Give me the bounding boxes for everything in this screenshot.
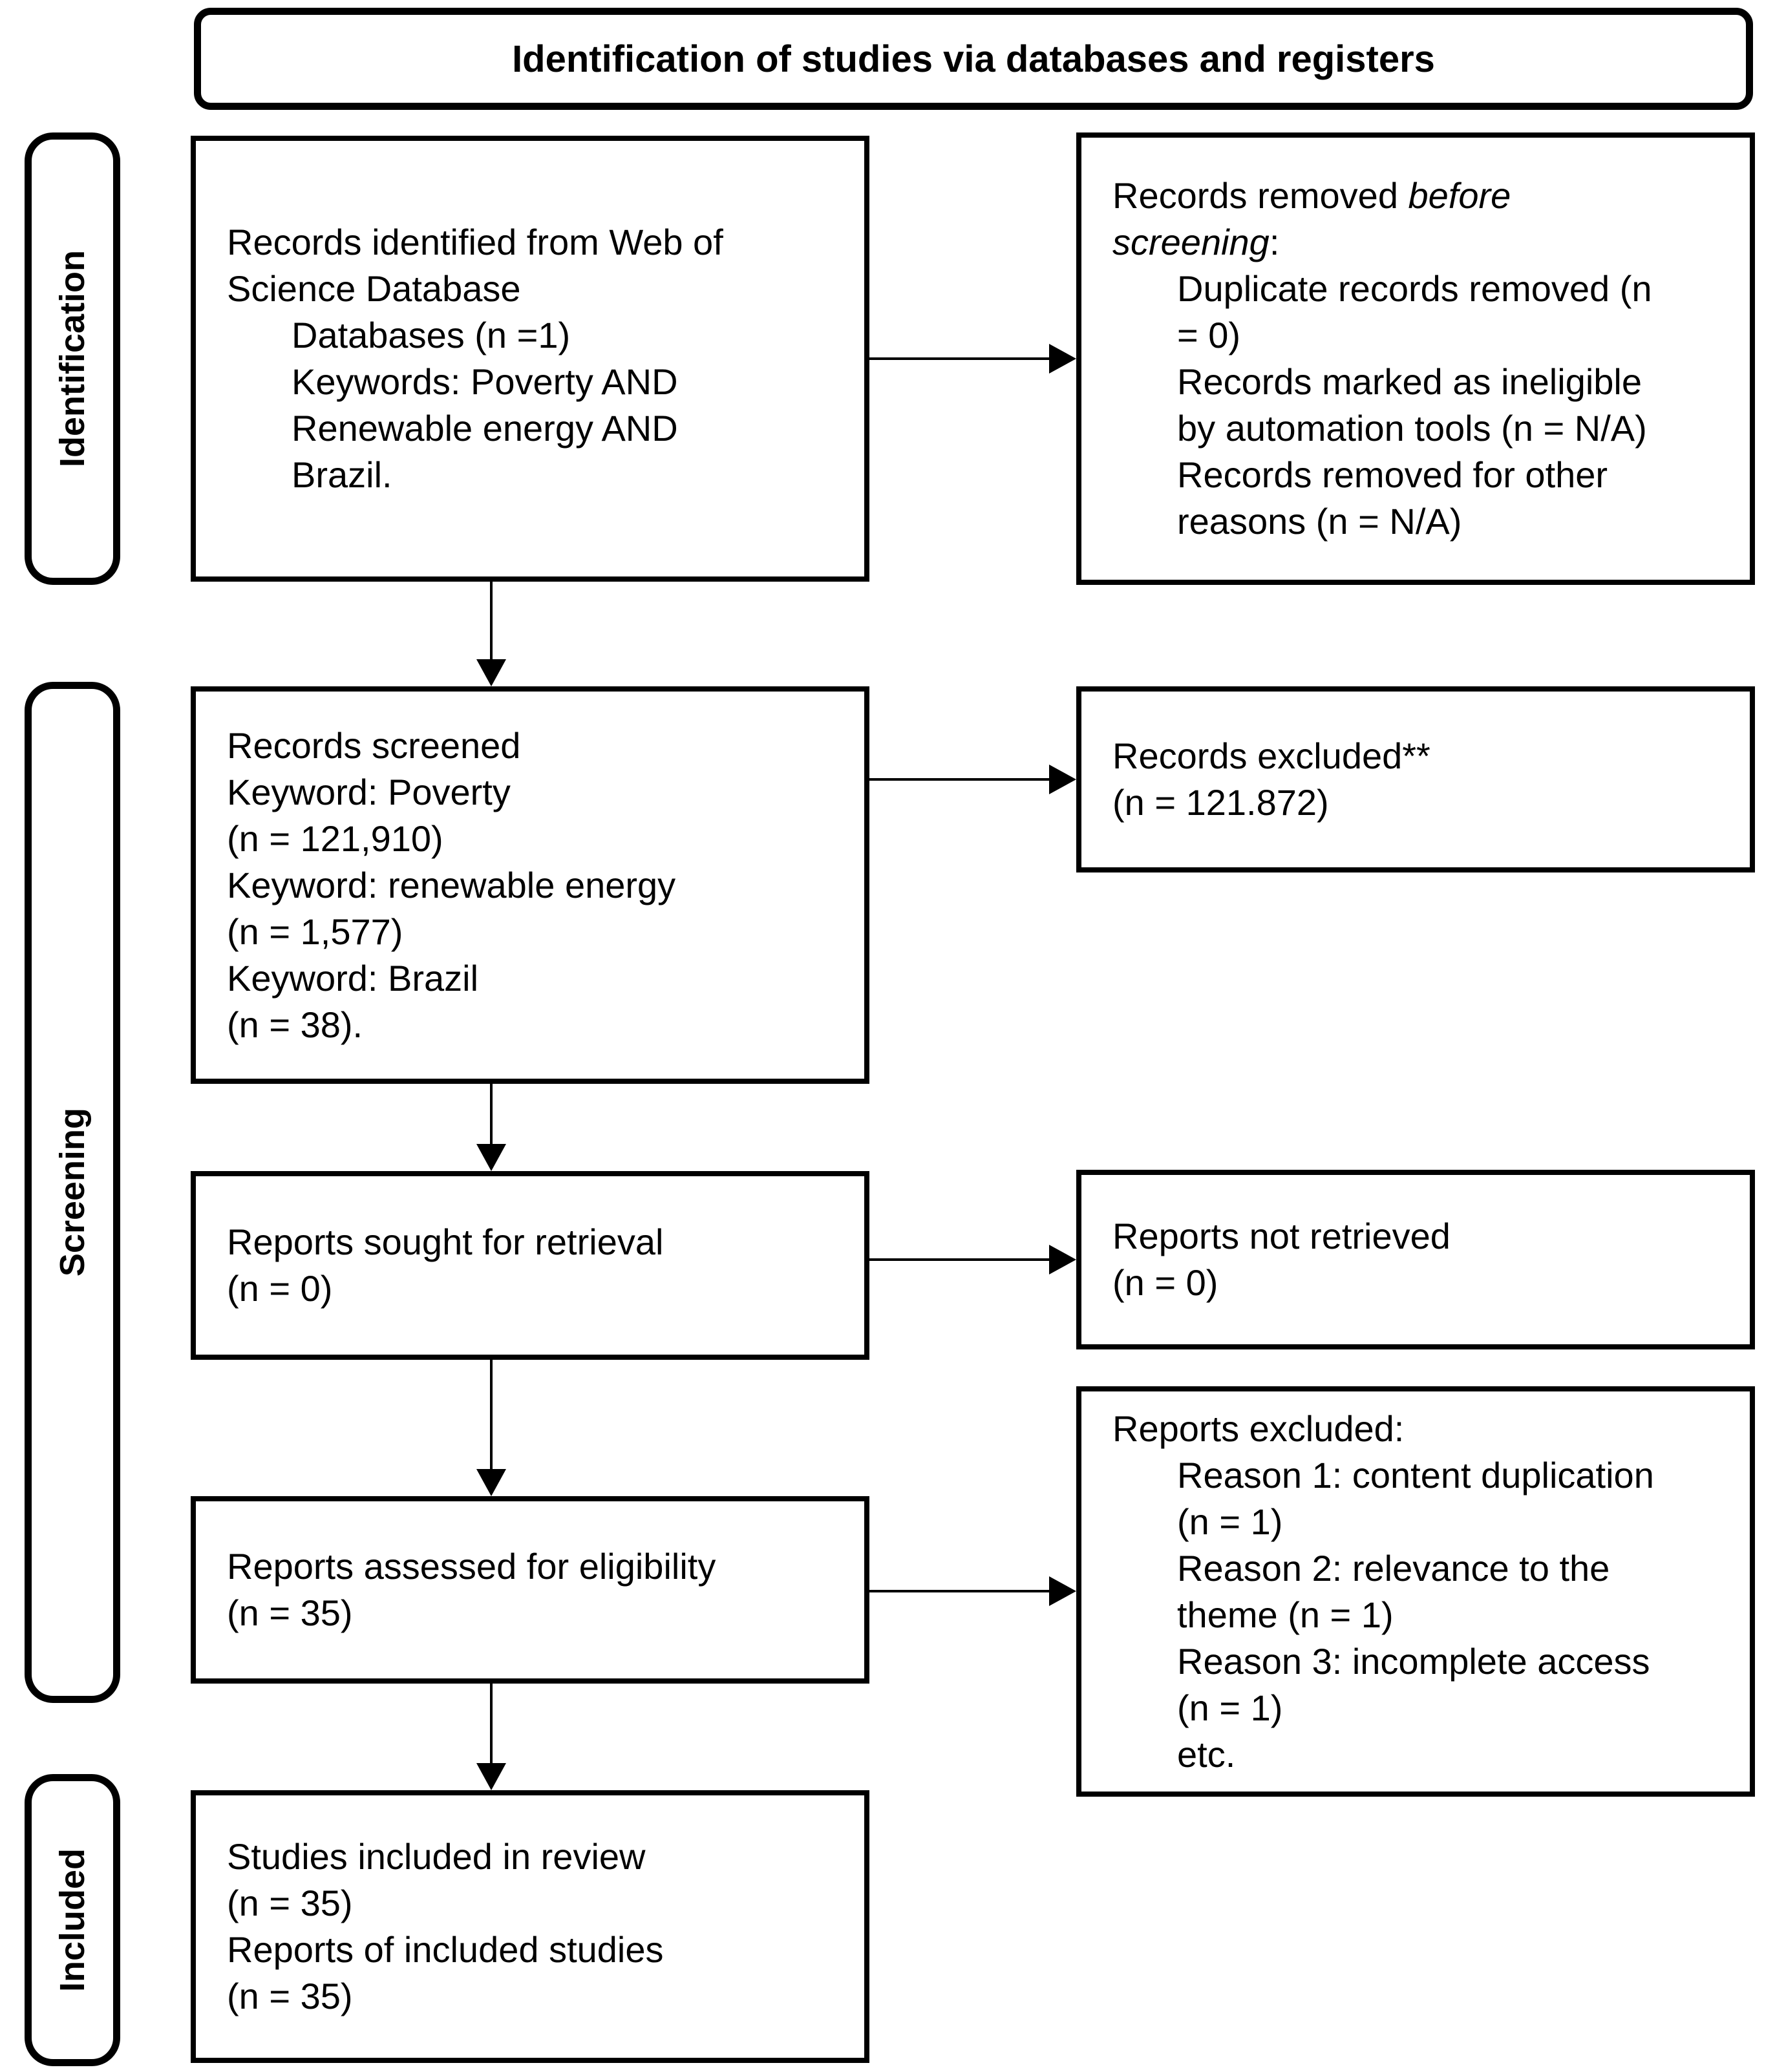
text-line: (n = 35) <box>227 1976 353 2016</box>
text-line: (n = 35) <box>227 1883 353 1923</box>
box-records-excluded: Records excluded** (n = 121.872) <box>1076 686 1755 872</box>
text-line: Records excluded** <box>1112 735 1430 776</box>
arrow-head-down-icon <box>476 1763 506 1790</box>
box-records-screened: Records screened Keyword: Poverty (n = 1… <box>191 686 869 1084</box>
text-line: etc. <box>1177 1733 1236 1775</box>
arrow-head-right-icon <box>1049 765 1076 794</box>
text-line: Reason 2: relevance to the <box>1177 1547 1610 1589</box>
text-line: by automation tools (n = N/A) <box>1177 408 1647 449</box>
box-reports-not-retrieved: Reports not retrieved (n = 0) <box>1076 1170 1755 1349</box>
stage-screening: Screening <box>25 682 120 1703</box>
text-line: reasons (n = N/A) <box>1177 501 1462 542</box>
diagram-title-box: Identification of studies via databases … <box>194 8 1753 110</box>
box-records-removed-before-screening: Records removed before screening: Duplic… <box>1076 132 1755 585</box>
text-line: Reason 1: content duplication <box>1177 1454 1654 1496</box>
text-line: Reports excluded: <box>1112 1408 1405 1449</box>
text-line: Keywords: Poverty AND <box>292 361 678 402</box>
arrow-line <box>490 1358 493 1472</box>
arrow-head-down-icon <box>476 659 506 686</box>
box-studies-included: Studies included in review (n = 35) Repo… <box>191 1790 869 2063</box>
text-line: (n = 121,910) <box>227 818 443 859</box>
text-line: (n = 1) <box>1177 1687 1283 1728</box>
arrow-line <box>868 778 1050 781</box>
text-line: Keyword: Poverty <box>227 771 511 812</box>
text-line: Reports not retrieved <box>1112 1216 1451 1256</box>
text-line: Records removed before <box>1112 173 1727 219</box>
box-reports-excluded-reasons: Reports excluded: Reason 1: content dupl… <box>1076 1386 1755 1797</box>
text-line: Reports sought for retrieval <box>227 1221 664 1262</box>
stage-included: Included <box>25 1774 120 2066</box>
arrow-head-down-icon <box>476 1469 506 1496</box>
arrow-head-right-icon <box>1049 344 1076 374</box>
stage-screening-label: Screening <box>53 1108 92 1277</box>
text-line: Records screened <box>227 724 521 766</box>
box-reports-assessed: Reports assessed for eligibility (n = 35… <box>191 1496 869 1684</box>
text-line: Records removed for other <box>1177 454 1608 495</box>
text-line: Duplicate records removed (n <box>1177 268 1652 309</box>
text-line: Studies included in review <box>227 1836 646 1877</box>
text-line: Records identified from Web of <box>227 222 723 262</box>
text-line: (n = 121.872) <box>1112 782 1329 823</box>
box-records-identified: Records identified from Web of Science D… <box>191 136 869 582</box>
arrow-line <box>868 357 1050 360</box>
diagram-title: Identification of studies via databases … <box>512 37 1435 80</box>
stage-identification: Identification <box>25 132 120 585</box>
text-line: Databases (n =1) <box>292 315 571 355</box>
text-line: (n = 1) <box>1177 1501 1283 1542</box>
text-line: Science Database <box>227 268 521 309</box>
text-line: (n = 1,577) <box>227 911 403 952</box>
arrow-head-right-icon <box>1049 1576 1076 1606</box>
arrow-line <box>490 580 493 662</box>
arrow-line <box>868 1258 1050 1261</box>
arrow-head-right-icon <box>1049 1245 1076 1274</box>
text-line: (n = 38). <box>227 1004 363 1045</box>
text-line: Renewable energy AND <box>292 408 678 449</box>
arrow-head-down-icon <box>476 1144 506 1171</box>
text-line: Brazil. <box>292 454 392 495</box>
text-line: Reports of included studies <box>227 1929 664 1970</box>
text-line: (n = 0) <box>227 1268 333 1309</box>
text-line: (n = 0) <box>1112 1262 1218 1303</box>
text-segment-italic: screening <box>1112 222 1270 262</box>
arrow-line <box>490 1083 493 1147</box>
text-line: Keyword: Brazil <box>227 957 479 999</box>
text-line: theme (n = 1) <box>1177 1594 1394 1635</box>
arrow-line <box>868 1590 1050 1592</box>
arrow-line <box>490 1682 493 1766</box>
text-line: (n = 35) <box>227 1592 353 1633</box>
text-segment: : <box>1269 222 1280 262</box>
stage-identification-label: Identification <box>53 250 92 467</box>
stage-included-label: Included <box>53 1848 92 1992</box>
box-reports-sought: Reports sought for retrieval (n = 0) <box>191 1171 869 1360</box>
text-line: Reports assessed for eligibility <box>227 1546 716 1587</box>
text-line: screening: <box>1112 219 1727 266</box>
text-line: Keyword: renewable energy <box>227 864 676 905</box>
text-segment-italic: before <box>1408 175 1511 216</box>
text-line: Reason 3: incomplete access <box>1177 1640 1650 1682</box>
text-line: = 0) <box>1177 315 1241 355</box>
text-line: Records marked as ineligible <box>1177 361 1642 402</box>
text-segment: Records removed <box>1112 175 1408 216</box>
